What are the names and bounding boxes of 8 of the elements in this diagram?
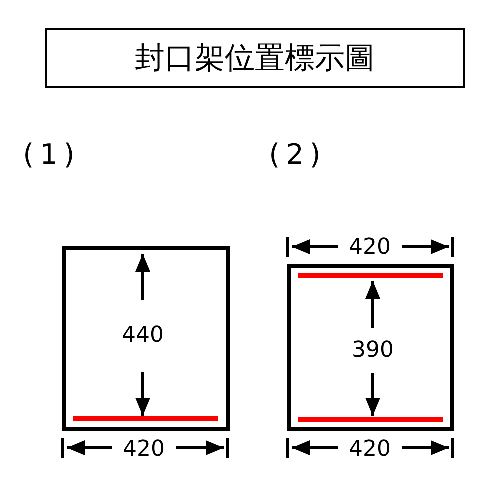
dimension-label: 390 <box>352 340 394 362</box>
dimension-label: 420 <box>123 439 165 461</box>
figure-number: (1) <box>23 141 81 169</box>
figure-number: (2) <box>269 141 327 169</box>
dimension-label: 440 <box>122 325 164 347</box>
dimension-label: 420 <box>349 237 391 259</box>
title: 封口架位置標示圖 <box>45 28 465 88</box>
dimension-label: 420 <box>349 439 391 461</box>
